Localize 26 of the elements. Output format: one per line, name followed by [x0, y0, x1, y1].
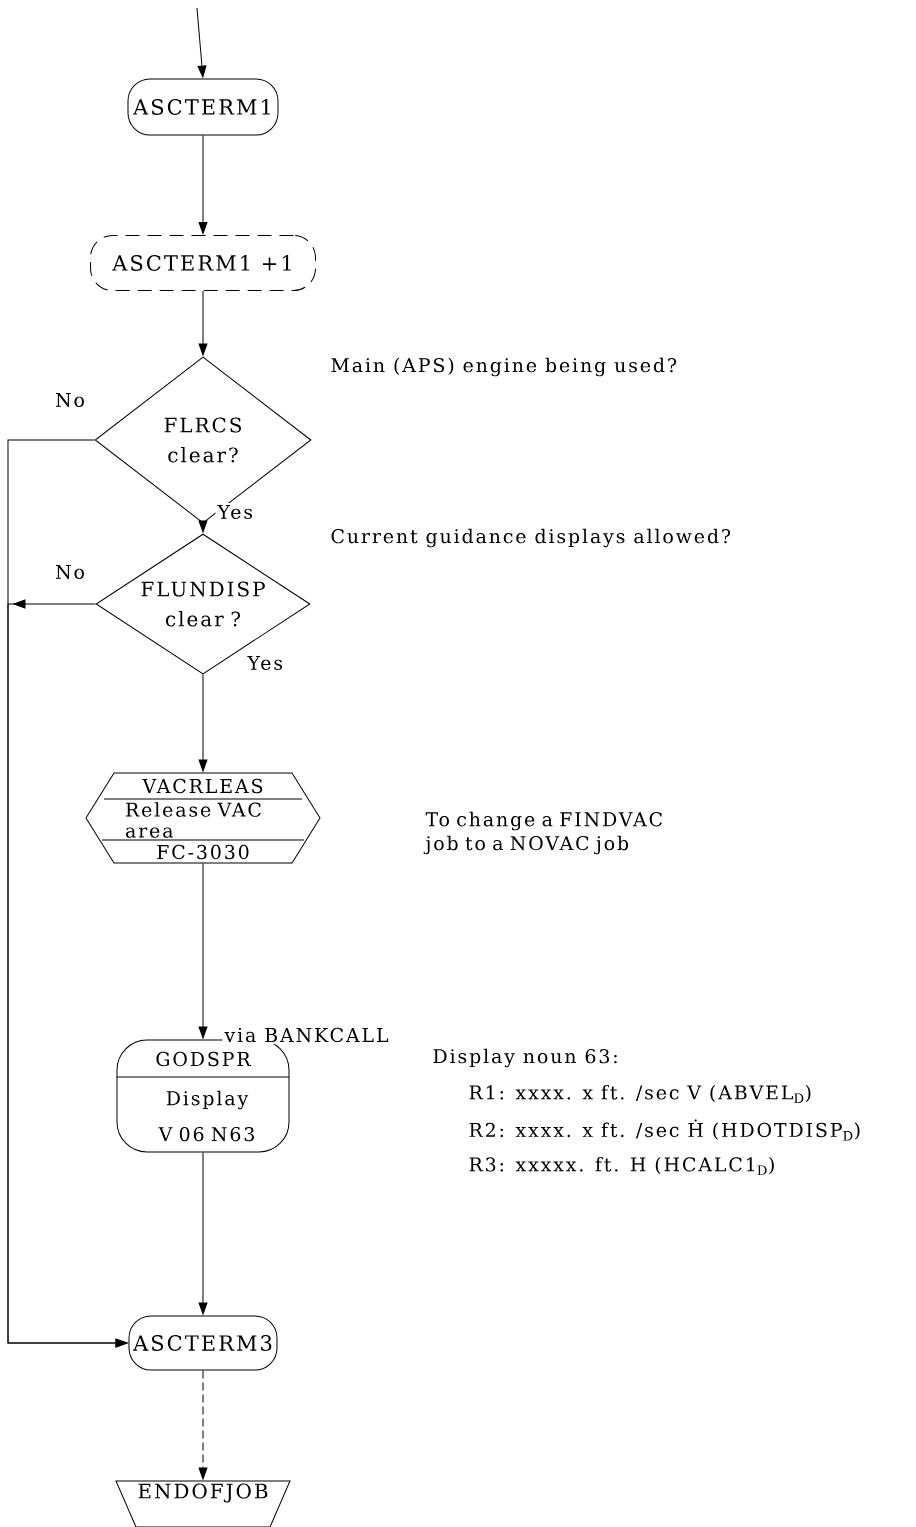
annotation: Current guidance displays allowed? [331, 528, 731, 548]
edge-label: No [53, 390, 87, 410]
arrow [198, 674, 208, 772]
arrow [198, 1370, 208, 1480]
arrow [198, 520, 208, 533]
annotation: R2: xxxx. x ft. /sec Ḣ (HDOTDISP$_{D}$) [469, 1119, 860, 1141]
arrow [198, 135, 208, 234]
edge-label: via BANKCALL [222, 1025, 391, 1045]
arrow [198, 1152, 208, 1315]
off-page-connector: ENDOFJOB [115, 1480, 291, 1527]
annotation: Display noun 63: [433, 1048, 617, 1068]
edge-label: Yes [215, 502, 256, 522]
annotation: R3: xxxxx. ft. H (HCALC1$_{D}$) [469, 1156, 774, 1176]
edge-label: Yes [245, 653, 286, 673]
hexagon-box: VACRLEAS Release VAC area FC-3030 [85, 772, 321, 864]
arrow [198, 290, 208, 356]
annotation: R1: xxxx. x ft. /sec V (ABVEL$_{D}$) [469, 1084, 811, 1104]
arrow [7, 599, 128, 1348]
terminal-box: ASCTERM1 +1 [90, 235, 316, 291]
terminal-box: ASCTERM1 [127, 78, 279, 136]
edge-label: No [53, 562, 87, 582]
terminal-box: ASCTERM3 [128, 1315, 278, 1371]
arrow [198, 863, 208, 1039]
annotation: To change a FINDVAC job to a NOVAC job [423, 811, 662, 855]
annotation: Main (APS) engine being used? [331, 357, 677, 377]
arrow [196, 7, 207, 78]
